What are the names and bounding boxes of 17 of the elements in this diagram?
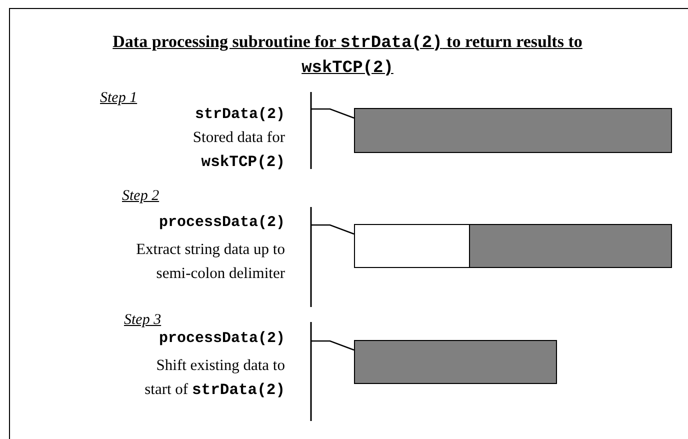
leader-line (311, 108, 354, 119)
routine-name: processData(2) (158, 214, 285, 231)
step-description: Shift existing data to start of strData(2) (144, 356, 285, 401)
routine-name: processData(2) (158, 330, 285, 347)
step-description: Extract string data up to semi-colon delimiter (135, 240, 285, 284)
leader-line (311, 224, 354, 235)
step-label: Step 2 (122, 188, 160, 205)
step-label: Step 1 (100, 90, 138, 107)
data-bar-segment (354, 224, 471, 268)
data-bar (354, 108, 672, 153)
step-description: Stored data for wskTCP(2) (192, 128, 285, 173)
data-bar (469, 224, 672, 268)
leader-line (311, 340, 354, 351)
routine-name: strData(2) (194, 106, 285, 123)
title: Data processing subroutine for strData(2) to return results to wskTCP(2) (112, 32, 582, 76)
data-bar (354, 340, 557, 384)
step-label: Step 3 (124, 312, 162, 329)
